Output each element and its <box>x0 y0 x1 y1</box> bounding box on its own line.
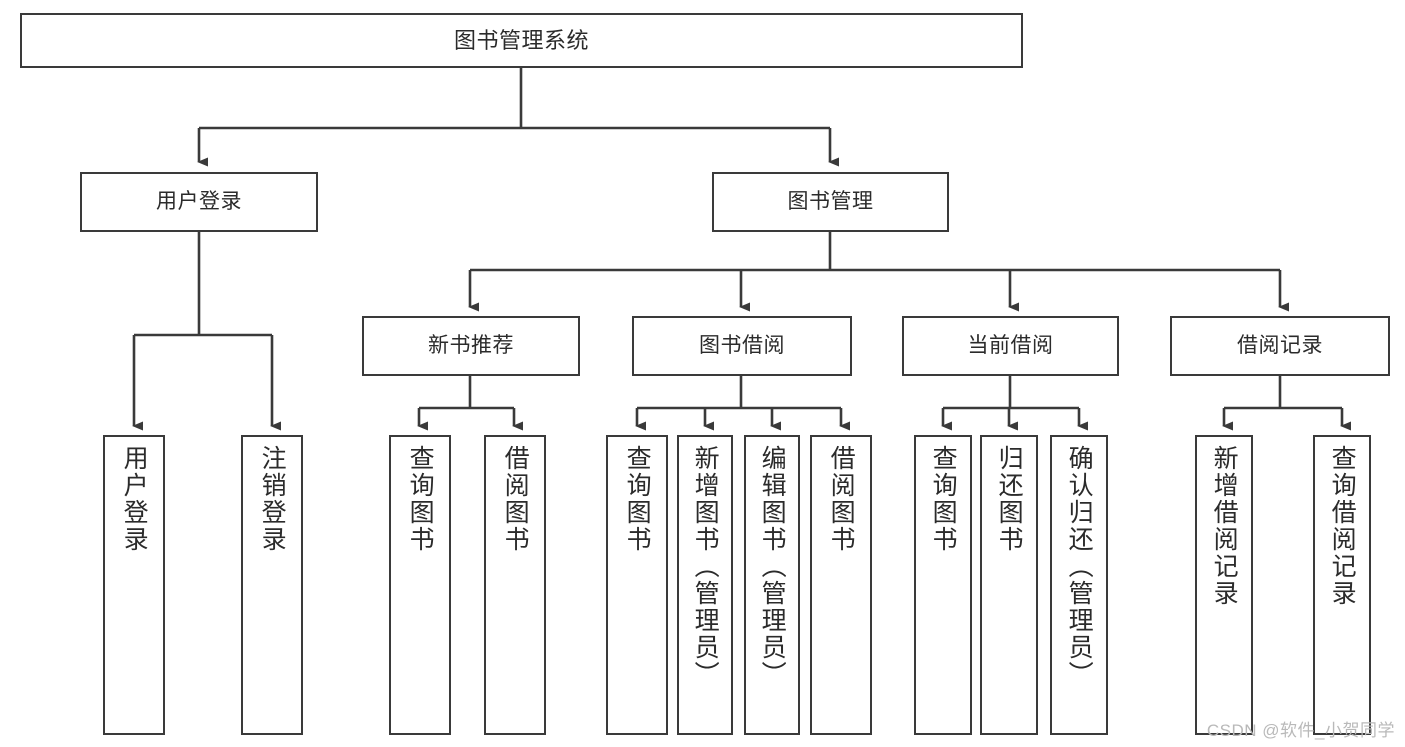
node-label: 确认归还（管理员） <box>1065 445 1094 688</box>
node-label: 查询图书 <box>406 445 435 553</box>
node-borrow-record[interactable]: 借阅记录 <box>1170 316 1390 376</box>
node-current-borrow[interactable]: 当前借阅 <box>902 316 1119 376</box>
node-book-management[interactable]: 图书管理 <box>712 172 949 232</box>
node-label: 用户登录 <box>156 189 242 213</box>
node-label: 图书借阅 <box>699 333 785 357</box>
node-label: 查询借阅记录 <box>1328 445 1357 607</box>
csdn-watermark: CSDN @软件_小贺同学 <box>1206 721 1395 740</box>
node-user-login[interactable]: 用户登录 <box>80 172 318 232</box>
leaf-record-query[interactable]: 查询借阅记录 <box>1313 435 1371 735</box>
node-book-borrow[interactable]: 图书借阅 <box>632 316 852 376</box>
leaf-borrow-query-book[interactable]: 查询图书 <box>606 435 668 735</box>
node-label: 借阅记录 <box>1237 333 1323 357</box>
node-label: 编辑图书（管理员） <box>758 445 787 688</box>
node-new-book-recommend[interactable]: 新书推荐 <box>362 316 580 376</box>
node-label: 新增图书（管理员） <box>691 445 720 688</box>
node-label: 当前借阅 <box>967 333 1054 357</box>
node-label: 图书管理系统 <box>453 27 589 53</box>
node-label: 归还图书 <box>995 445 1024 553</box>
leaf-borrow-borrow-book[interactable]: 借阅图书 <box>810 435 872 735</box>
leaf-newbook-borrow-book[interactable]: 借阅图书 <box>484 435 546 735</box>
leaf-current-confirm-return-admin[interactable]: 确认归还（管理员） <box>1050 435 1108 735</box>
leaf-record-add[interactable]: 新增借阅记录 <box>1195 435 1253 735</box>
leaf-current-return-book[interactable]: 归还图书 <box>980 435 1038 735</box>
node-label: 查询图书 <box>623 445 652 553</box>
leaf-logout[interactable]: 注销登录 <box>241 435 303 735</box>
leaf-newbook-query-book[interactable]: 查询图书 <box>389 435 451 735</box>
node-label: 借阅图书 <box>827 445 856 553</box>
leaf-user-login[interactable]: 用户登录 <box>103 435 165 735</box>
node-label: 注销登录 <box>258 445 287 553</box>
node-label: 借阅图书 <box>501 445 530 553</box>
leaf-current-query-book[interactable]: 查询图书 <box>914 435 972 735</box>
leaf-borrow-add-book-admin[interactable]: 新增图书（管理员） <box>677 435 733 735</box>
node-label: 查询图书 <box>929 445 958 553</box>
node-label: 新书推荐 <box>428 333 514 357</box>
node-label: 新增借阅记录 <box>1210 445 1239 607</box>
node-label: 图书管理 <box>787 189 874 213</box>
node-root-system[interactable]: 图书管理系统 <box>20 13 1023 68</box>
node-label: 用户登录 <box>120 445 149 553</box>
leaf-borrow-edit-book-admin[interactable]: 编辑图书（管理员） <box>744 435 800 735</box>
